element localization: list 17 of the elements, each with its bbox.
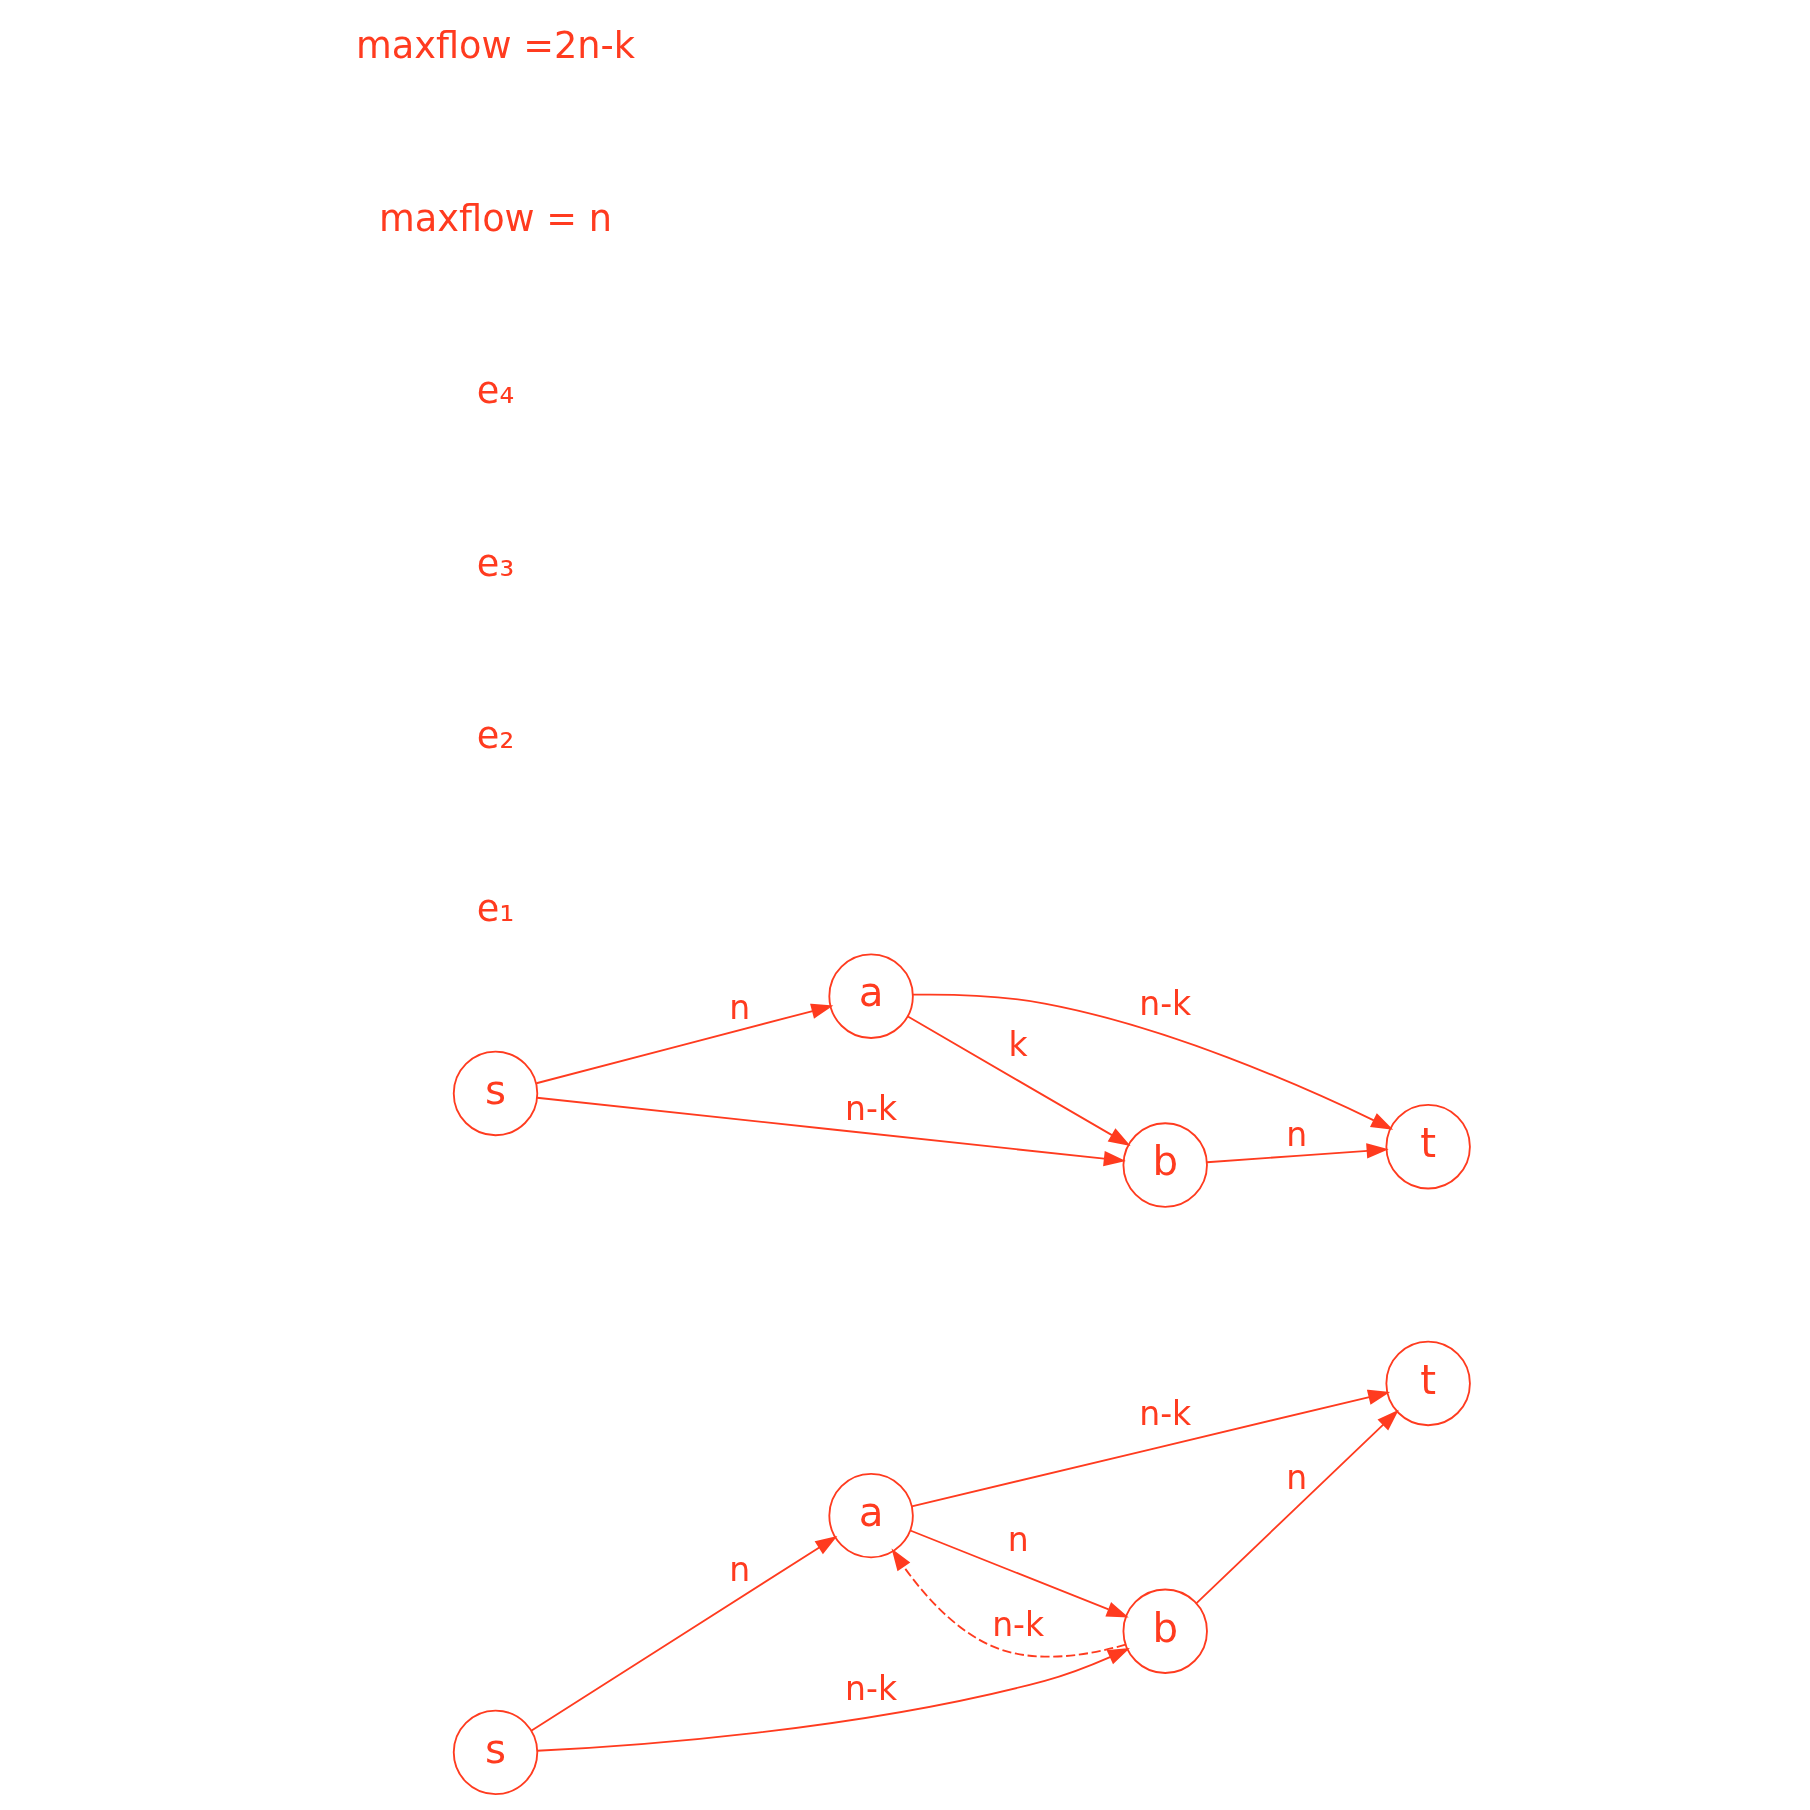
- label: maxflow = n: [378, 196, 612, 240]
- edge-label: n: [1285, 1457, 1307, 1497]
- edge-label: n-k: [844, 1668, 897, 1708]
- edge-label: n: [728, 1549, 750, 1589]
- label: e₂: [476, 714, 514, 758]
- edge-label: n-k: [1138, 984, 1191, 1024]
- label: e₁: [476, 886, 514, 930]
- edge-label: n-k: [991, 1604, 1044, 1644]
- edge-label: k: [1008, 1024, 1028, 1064]
- label: e₃: [476, 541, 514, 585]
- edge-label: n-k: [844, 1088, 897, 1128]
- label: maxflow =2n-k: [355, 24, 635, 68]
- edge-label: n: [728, 987, 750, 1027]
- label: e₄: [476, 369, 514, 413]
- edge-label: n: [1285, 1114, 1307, 1154]
- edge-label: n: [1007, 1520, 1029, 1560]
- edge-label: n-k: [1138, 1393, 1191, 1433]
